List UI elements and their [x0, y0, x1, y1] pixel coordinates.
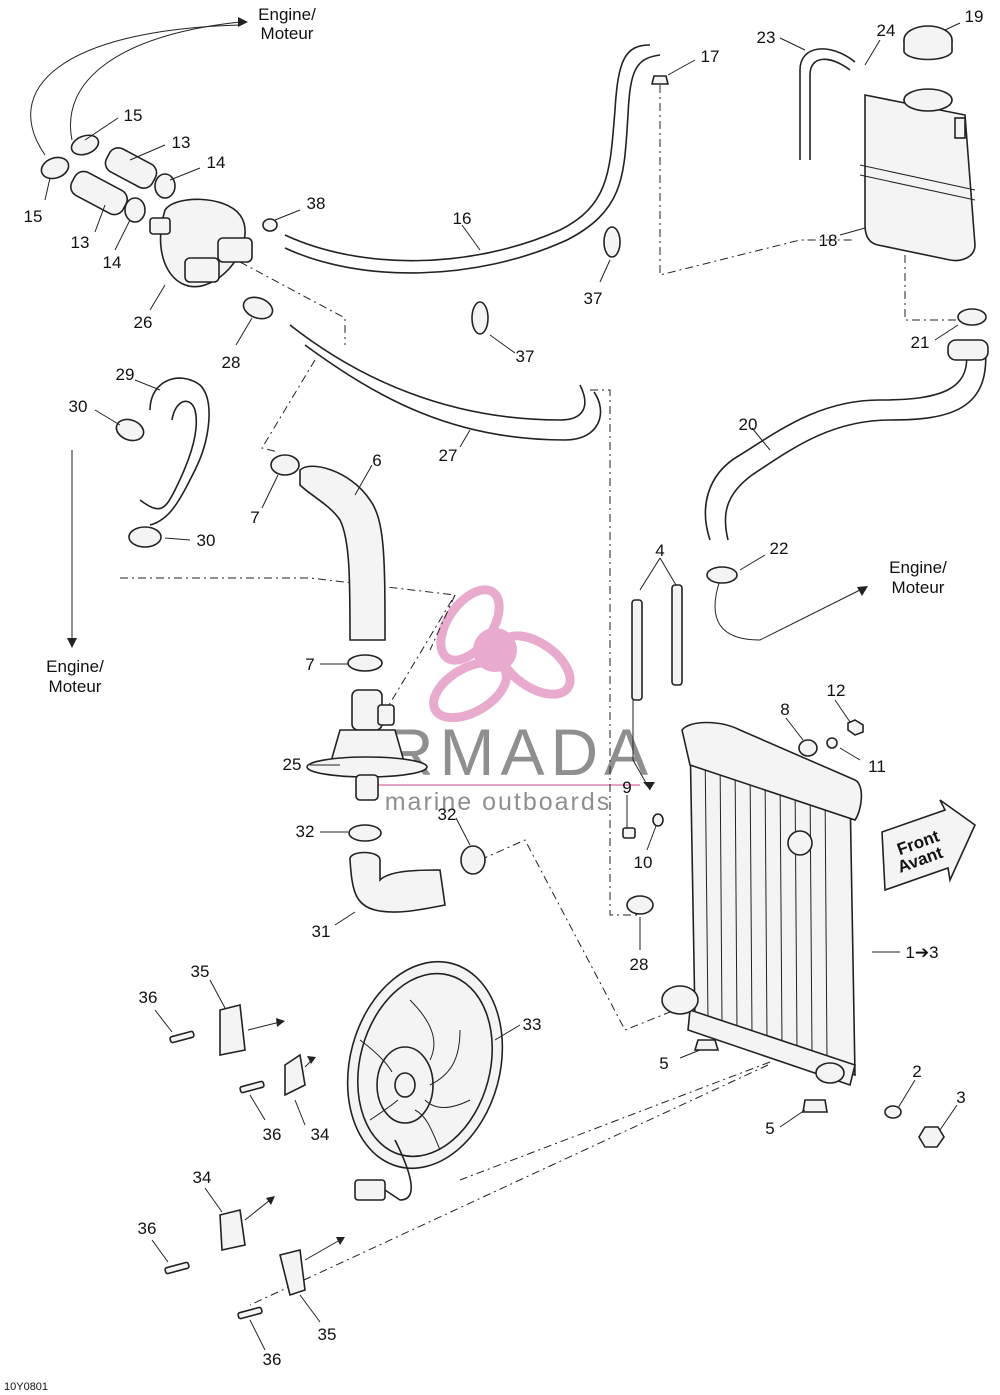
- callout-32: 32: [438, 805, 457, 824]
- callout-25: 25: [283, 755, 302, 774]
- callout-14: 14: [207, 153, 226, 172]
- callout-35: 35: [318, 1325, 337, 1344]
- callout-26: 26: [134, 313, 153, 332]
- propeller-logo-icon: [429, 585, 575, 723]
- brackets-and-screws: [164, 1004, 345, 1320]
- engine-label-right: Engine/: [889, 558, 947, 577]
- callout-21: 21: [911, 333, 930, 352]
- front-direction-arrow: Front Avant: [881, 799, 977, 892]
- clamps-21-22: [706, 308, 989, 584]
- callout-8: 8: [780, 700, 789, 719]
- callout-6: 6: [372, 451, 381, 470]
- callout-22: 22: [770, 539, 789, 558]
- callout-34: 34: [193, 1168, 212, 1187]
- callout-27: 27: [439, 446, 458, 465]
- moteur-label-left: Moteur: [49, 677, 102, 696]
- callout-3: 3: [956, 1088, 965, 1107]
- callout-9: 9: [622, 778, 631, 797]
- engine-label-left: Engine/: [46, 657, 104, 676]
- radiator-1-3: [661, 721, 863, 1087]
- callout-13: 13: [172, 133, 191, 152]
- callout-15: 15: [24, 207, 43, 226]
- callout-30: 30: [197, 531, 216, 550]
- hose-29: [115, 377, 210, 548]
- radiator-cap-19: [903, 25, 953, 61]
- coolant-tank-18: [859, 88, 976, 262]
- part-callouts: 15 15 13 13 14 14 38 26 28 16 17 37 37 2…: [24, 7, 984, 1369]
- callout-10: 10: [634, 853, 653, 872]
- figure-code: 10Y0801: [4, 1381, 48, 1393]
- hose-6: [270, 454, 386, 672]
- callout-30: 30: [69, 397, 88, 416]
- callout-18: 18: [819, 231, 838, 250]
- callout-7: 7: [305, 655, 314, 674]
- callout-2: 2: [912, 1062, 921, 1081]
- callout-24: 24: [877, 21, 896, 40]
- callout-15: 15: [124, 106, 143, 125]
- hose-27: [289, 324, 586, 421]
- engine-labels: Engine/ Moteur Engine/ Moteur Engine/ Mo…: [46, 5, 947, 696]
- engine-label-top: Engine/: [258, 5, 316, 24]
- callout-36: 36: [263, 1350, 282, 1369]
- callout-4: 4: [655, 541, 664, 560]
- callout-33: 33: [523, 1015, 542, 1034]
- callout-5: 5: [765, 1119, 774, 1138]
- callout-37: 37: [516, 347, 535, 366]
- thermostat-25: [306, 689, 428, 842]
- callout-20: 20: [739, 415, 758, 434]
- callout-31: 31: [312, 922, 331, 941]
- callout-28: 28: [630, 955, 649, 974]
- watermark-tagline: marine outboards: [385, 788, 612, 816]
- fan-33: [346, 960, 504, 1201]
- callout-36: 36: [138, 1219, 157, 1238]
- callout-35: 35: [191, 962, 210, 981]
- callout-34: 34: [311, 1125, 330, 1144]
- callout-36: 36: [263, 1125, 282, 1144]
- callout-16: 16: [453, 209, 472, 228]
- moteur-label-right: Moteur: [892, 578, 945, 597]
- top-hoses: [284, 44, 987, 541]
- callout-12: 12: [827, 681, 846, 700]
- callout-11: 11: [868, 757, 886, 776]
- callout-1-to-3: 1➔3: [905, 943, 938, 962]
- hose-16: [284, 44, 651, 262]
- thermostat-housing-26: [149, 198, 253, 288]
- callout-5: 5: [659, 1054, 668, 1073]
- screw-36-icons: [164, 1030, 265, 1320]
- hose-31: [349, 845, 486, 913]
- assembly-guide-lines: [30, 17, 960, 1306]
- hose-20: [704, 344, 968, 541]
- callout-37: 37: [584, 289, 603, 308]
- callout-32: 32: [296, 822, 315, 841]
- callout-28: 28: [222, 353, 241, 372]
- moteur-label-top: Moteur: [261, 24, 314, 43]
- callout-13: 13: [71, 233, 90, 252]
- callout-36: 36: [139, 988, 158, 1007]
- callout-23: 23: [757, 28, 776, 47]
- radiator-fasteners: [622, 584, 945, 1148]
- hose-23: [799, 48, 856, 160]
- callout-29: 29: [116, 365, 135, 384]
- callout-7: 7: [250, 508, 259, 527]
- callout-38: 38: [307, 194, 326, 213]
- callout-19: 19: [965, 7, 984, 26]
- callout-17: 17: [701, 47, 720, 66]
- callout-14: 14: [103, 253, 122, 272]
- leader-lines: [44, 22, 961, 1351]
